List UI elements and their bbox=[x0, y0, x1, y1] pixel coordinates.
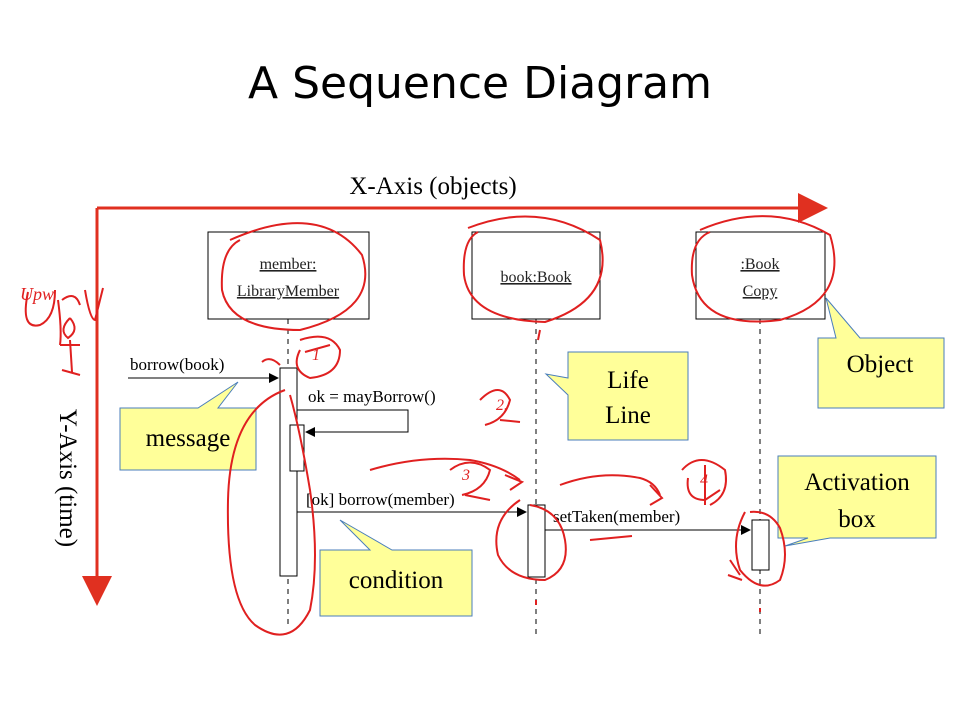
handwritten-step-3: 3 bbox=[461, 467, 470, 484]
message-label-settaken: setTaken(member) bbox=[553, 507, 680, 526]
callout-message: message bbox=[119, 381, 257, 471]
handwritten-mark-1 bbox=[295, 335, 342, 380]
handwritten-annotations bbox=[24, 215, 836, 636]
circle-member-object bbox=[220, 222, 367, 332]
handwritten-step-4: 4 bbox=[700, 472, 708, 489]
dash-mark bbox=[589, 535, 633, 541]
message-label-borrow-member: [ok] borrow(member) bbox=[306, 490, 455, 509]
y-axis-label: Y-Axis (time) bbox=[54, 409, 81, 547]
activation-box-member bbox=[279, 367, 298, 577]
tick-mark bbox=[261, 358, 281, 366]
callout-object: Object bbox=[817, 297, 945, 409]
callout-condition: condition bbox=[319, 519, 473, 617]
callout-activation-box: Activation box bbox=[777, 455, 937, 547]
curve-arrow-3 bbox=[369, 457, 525, 491]
activation-box-bookcopy bbox=[751, 519, 770, 571]
callout-text: condition bbox=[349, 567, 444, 594]
circle-activation-book bbox=[495, 499, 567, 582]
handwritten-step-1: 1 bbox=[312, 347, 320, 364]
callout-text: Object bbox=[847, 351, 914, 378]
object-box-book: book:Book bbox=[471, 231, 601, 320]
curve-arrow-4 bbox=[559, 474, 664, 506]
object-label-line1: member: bbox=[260, 256, 317, 273]
slide-title: A Sequence Diagram bbox=[247, 58, 713, 109]
handwritten-side-note bbox=[24, 287, 104, 346]
message-arrow-mayborrow bbox=[297, 409, 409, 437]
circle-book-object bbox=[462, 215, 604, 324]
circle-bookcopy-object bbox=[690, 215, 836, 323]
object-box-bookcopy: :Book Copy bbox=[695, 231, 826, 320]
handwritten-step-2: 2. bbox=[496, 397, 508, 414]
callout-text-line1: Activation bbox=[804, 469, 910, 496]
circle-activation-bookcopy bbox=[735, 510, 786, 587]
object-label-line1: book:Book bbox=[500, 269, 571, 286]
callout-text-line2: box bbox=[838, 506, 876, 533]
handwritten-ticks bbox=[535, 329, 761, 612]
object-label-line2: LibraryMember bbox=[237, 283, 340, 300]
callout-text-line1: Life bbox=[607, 367, 649, 394]
callout-text-line2: Line bbox=[605, 402, 651, 429]
handwritten-mark-2 bbox=[479, 389, 521, 426]
object-label-line2: Copy bbox=[743, 283, 778, 300]
handwritten-side-note-text: Upw bbox=[20, 284, 54, 304]
message-label-mayborrow: ok = mayBorrow() bbox=[308, 387, 436, 406]
x-axis-label: X-Axis (objects) bbox=[349, 173, 516, 200]
message-label-borrow: borrow(book) bbox=[130, 355, 224, 374]
object-box-member: member: LibraryMember bbox=[207, 231, 370, 320]
handwritten-mark-4 bbox=[681, 459, 727, 506]
activation-box-book bbox=[527, 504, 546, 578]
handwritten-text: Upw 1 2. 3 4 bbox=[20, 284, 708, 489]
callout-life-line: Life Line bbox=[544, 351, 689, 441]
handwritten-marks bbox=[60, 317, 81, 376]
loop-activation-member bbox=[226, 389, 316, 636]
callout-text: message bbox=[146, 425, 231, 452]
object-label-line1: :Book bbox=[740, 256, 779, 273]
handwritten-scribble bbox=[727, 559, 743, 581]
handwritten-mark-3 bbox=[449, 461, 492, 501]
